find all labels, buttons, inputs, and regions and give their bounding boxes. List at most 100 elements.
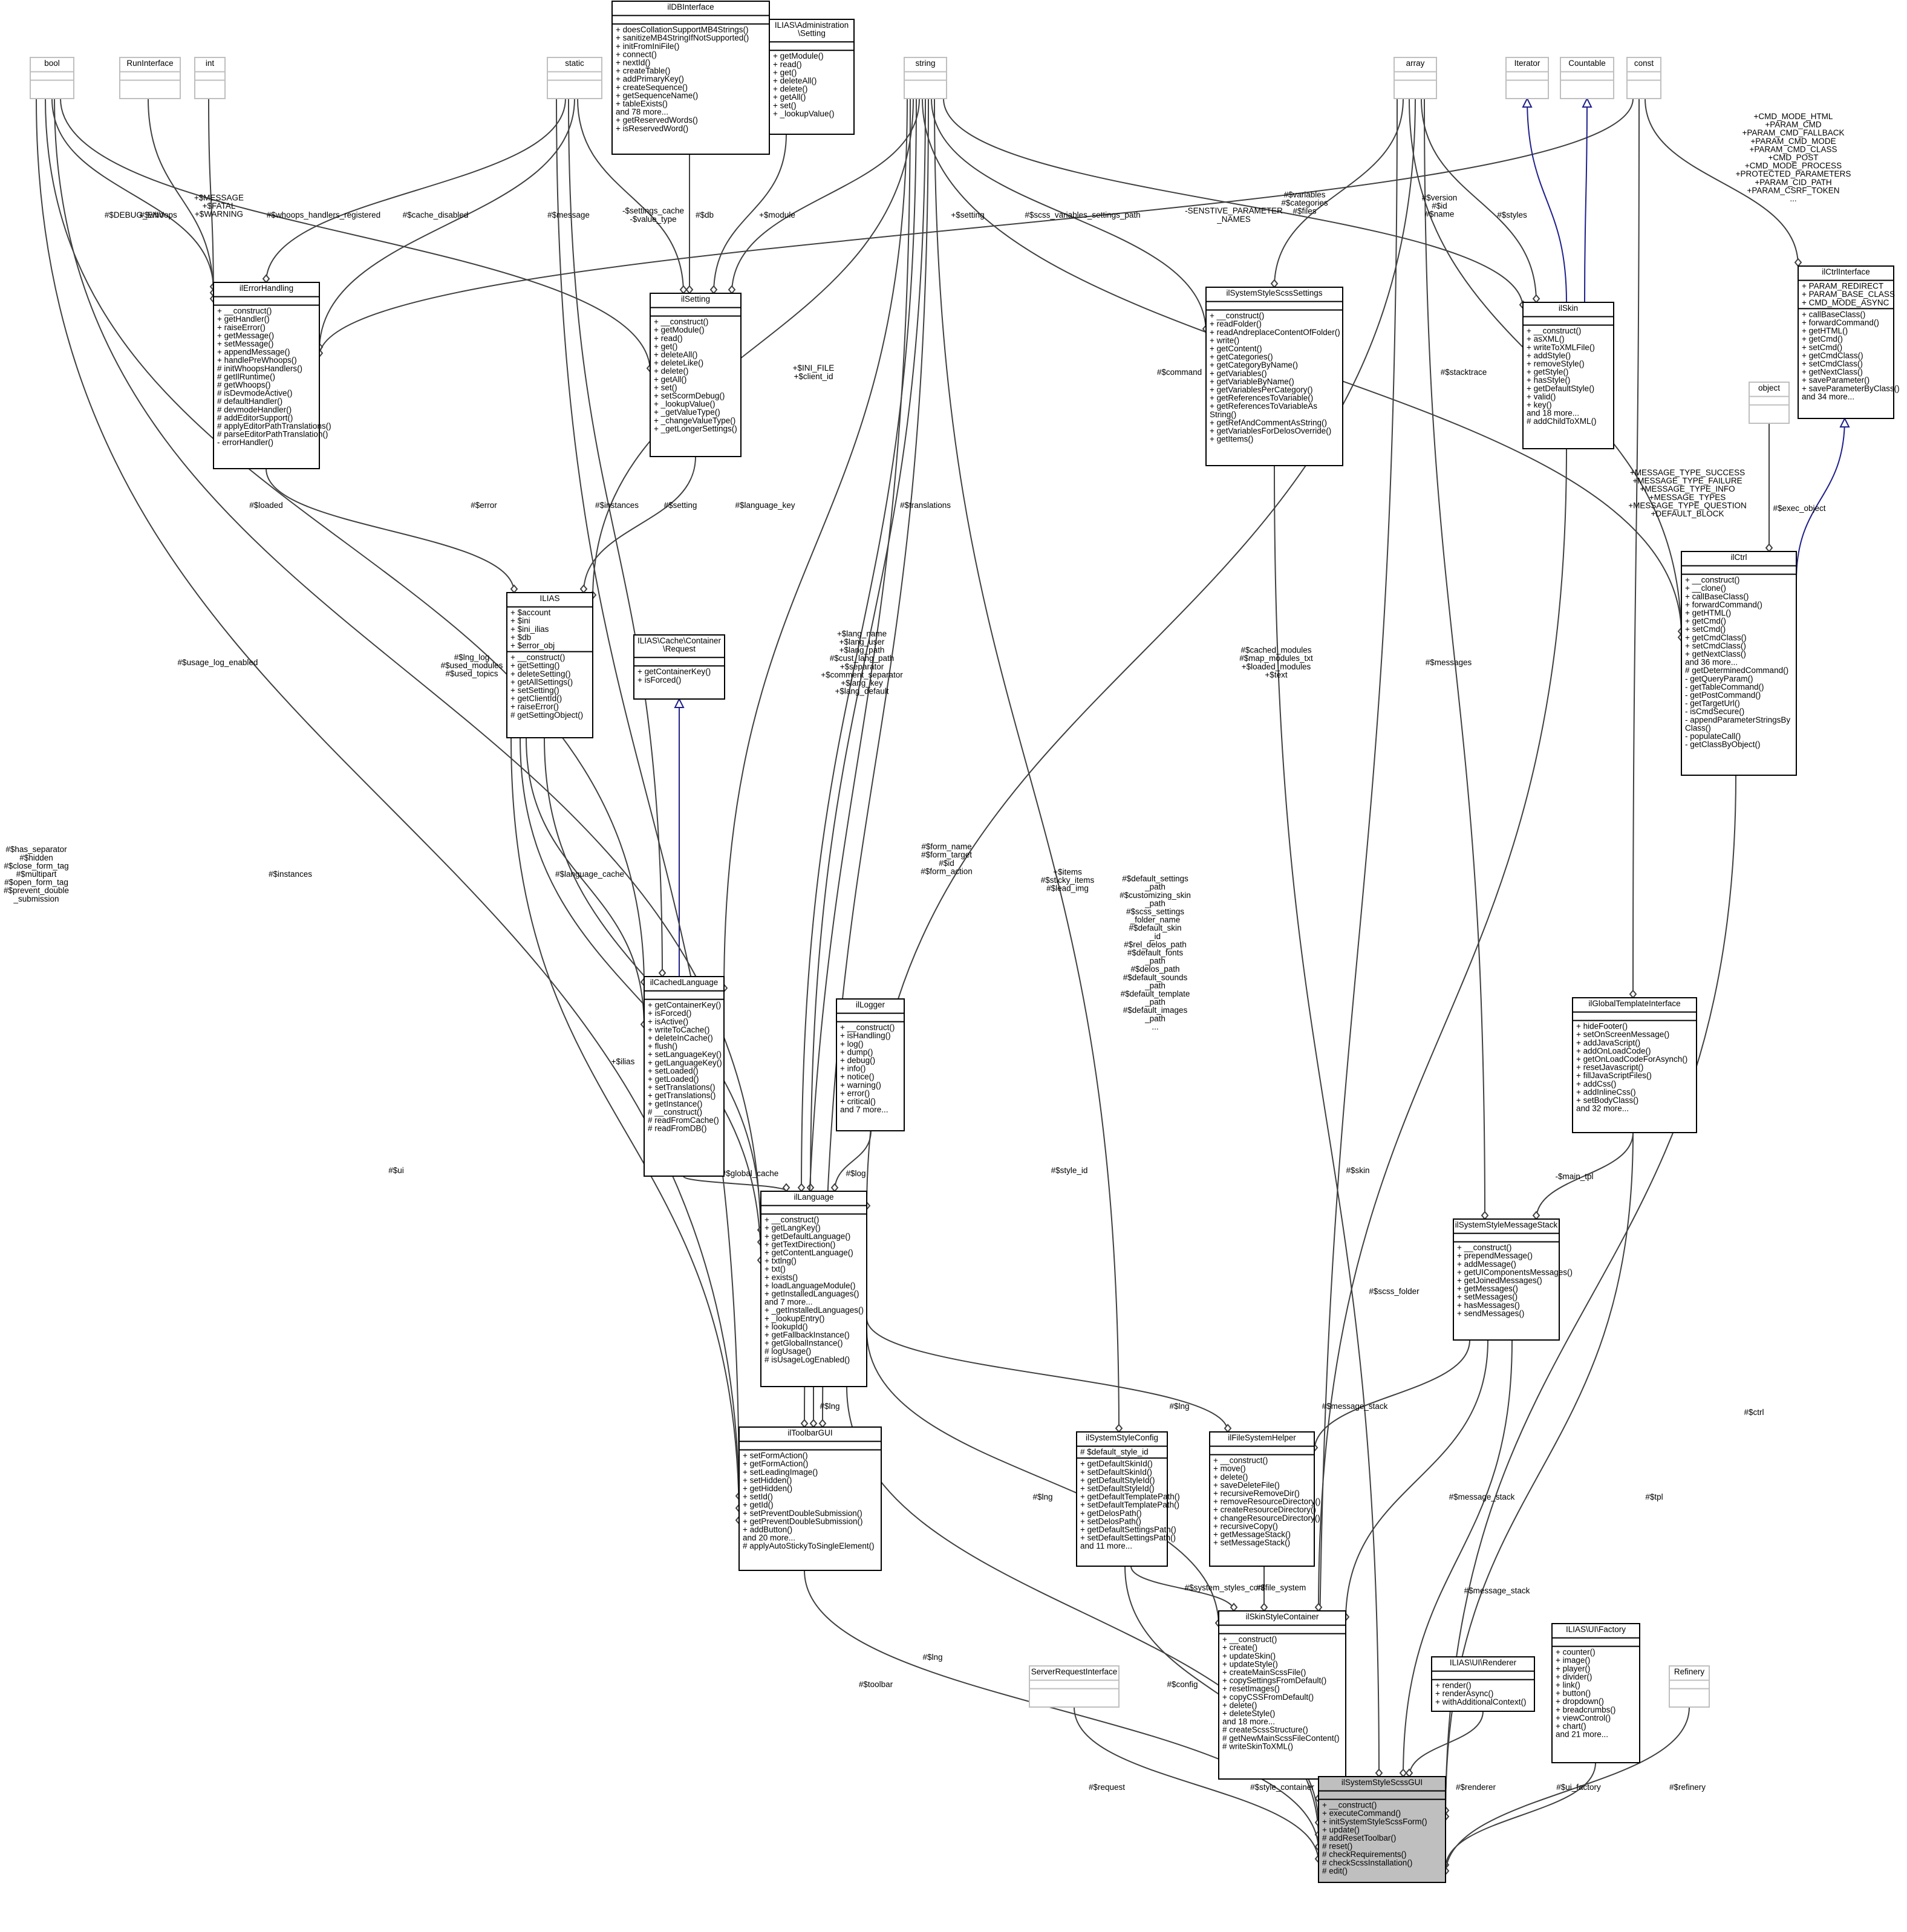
class-box-ilerrorhandling: ilErrorHandling+ __construct()+ getHandl… xyxy=(213,282,331,469)
class-method: + getReferencesToVariableAs xyxy=(1210,402,1317,411)
class-method: + deleteStyle() xyxy=(1222,1709,1275,1718)
edge-label: #$tpl xyxy=(1645,1492,1663,1501)
aggregation-diamond xyxy=(510,584,518,594)
class-name: bool xyxy=(44,59,60,68)
aggregation-diamond xyxy=(1532,294,1540,304)
class-method: + setId() xyxy=(743,1492,773,1501)
edge-label: +$lang_name+$lang_user+$lang_path#$cust_… xyxy=(821,629,903,695)
edge-label-line: #$system_styles_conf xyxy=(1185,1583,1265,1592)
aggregation-diamond xyxy=(1532,1211,1540,1220)
edge-label-line: #$open_form_tag xyxy=(4,878,68,887)
edge-string-to-illanguage xyxy=(801,98,917,1192)
class-method: String() xyxy=(1210,410,1236,419)
class-method: # createScssStructure() xyxy=(1222,1725,1308,1734)
edge-label-line: +PARAM_CMD_CLASS xyxy=(1750,145,1837,154)
edge-label-line: #$error xyxy=(471,501,497,510)
class-name: ilCachedLanguage xyxy=(650,978,719,987)
class-attribute: + $ini xyxy=(510,616,530,625)
class-box-frame xyxy=(1681,551,1797,776)
class-method: # checkScssInstallation() xyxy=(1322,1858,1412,1867)
class-method: + getPreventDoubleSubmission() xyxy=(743,1517,862,1526)
class-method: + __construct() xyxy=(764,1215,819,1225)
class-box-ilias: ILIAS+ $account+ $ini+ $ini_ilias+ $db+ … xyxy=(506,592,593,738)
edge-label: #$cached_modules#$map_modules_txt+$loade… xyxy=(1239,646,1313,680)
edge-ilerrorhandling-to-ilias xyxy=(266,468,515,593)
class-name: ilSetting xyxy=(681,294,710,304)
class-method: + addOnLoadCode() xyxy=(1576,1046,1651,1055)
edge-string-to-ilsystemstylescsssettings xyxy=(931,98,1207,333)
edge-label-line: #$scss_settings xyxy=(1126,907,1184,916)
class-method: + getMessage() xyxy=(217,331,274,340)
class-name: ilDBInterface xyxy=(667,2,714,11)
edge-array-to-illanguage xyxy=(866,98,1416,1210)
class-method: + debug() xyxy=(840,1056,875,1065)
class-method: # initWhoopsHandlers() xyxy=(217,364,302,373)
class-box-frame xyxy=(1505,57,1549,99)
class-box-runinterface: RunInterface xyxy=(119,57,181,99)
aggregation-diamond xyxy=(579,584,588,594)
class-method: + setSetting() xyxy=(510,686,559,695)
edge-label-line: #$ctrl xyxy=(1744,1408,1764,1417)
class-method: + viewControl() xyxy=(1556,1713,1611,1722)
edge-label: #$message xyxy=(547,210,590,220)
edge-label-line: #$log xyxy=(846,1169,865,1178)
class-method: + setLanguageKey() xyxy=(648,1050,722,1059)
class-method: + isForced() xyxy=(637,675,681,685)
class-method: + getSequenceName() xyxy=(616,91,698,100)
edge-label-line: +PARAM_CMD xyxy=(1765,120,1821,129)
class-method: + addCss() xyxy=(1576,1079,1616,1088)
inheritance-arrowhead xyxy=(1582,97,1592,108)
class-method: + link() xyxy=(1556,1680,1580,1690)
edge-label-line: #$form_target xyxy=(921,850,972,859)
class-method: + getDelosPath() xyxy=(1080,1509,1142,1518)
edge-label: #$stacktrace xyxy=(1441,368,1487,377)
class-method: + getTextDirection() xyxy=(764,1240,835,1249)
class-method: + setLoaded() xyxy=(648,1066,699,1075)
aggregation-diamond xyxy=(679,285,688,294)
edge-label-line: +PARAM_CSRF_TOKEN xyxy=(1747,186,1840,195)
edge-label-line: #$DEBUG_ENV xyxy=(105,210,164,220)
class-method: + dropdown() xyxy=(1556,1697,1604,1706)
edge-label: #$global_cache xyxy=(722,1169,779,1178)
edge-label-line: +MESSAGE_TYPES xyxy=(1649,493,1726,502)
class-box-frame xyxy=(1318,1776,1446,1883)
edge-illanguage-to-ilfilesystemhelper xyxy=(866,1318,1228,1433)
class-box-frame xyxy=(650,293,742,457)
edge-label: #$usage_log_enabled xyxy=(178,658,258,667)
edge-static-to-ilerrorhandling xyxy=(319,98,575,351)
edge-array-to-ilsystemstylescssgui xyxy=(1318,98,1398,1803)
edge-label: #$language_key xyxy=(735,501,795,510)
class-method: + forwardCommand() xyxy=(1802,318,1879,327)
edge-label-line: #$message_stack xyxy=(1449,1492,1515,1501)
class-box-factory: ILIAS\UI\Factory+ counter()+ image()+ pl… xyxy=(1551,1623,1640,1763)
edge-ilsystemstylemessagestack-to-ilskinstylecontainer xyxy=(1345,1339,1488,1621)
class-method: + __clone() xyxy=(1685,584,1726,593)
class-method: + saveParameterByClass() xyxy=(1802,384,1900,393)
class-method: + readFolder() xyxy=(1210,319,1262,328)
edge-label-line: _path xyxy=(1144,882,1165,891)
class-method: - getPostCommand() xyxy=(1685,691,1761,700)
class-name: \Setting xyxy=(798,29,826,38)
class-method: # getIlRuntime() xyxy=(217,372,275,381)
edge-label-line: +$WARNING xyxy=(195,210,243,219)
edge-label-line: #$id xyxy=(1432,201,1447,210)
edge-label: +$ilias xyxy=(611,1057,635,1066)
class-box-ilskin: ilSkin+ __construct()+ asXML()+ writeToX… xyxy=(1522,302,1614,449)
class-box-frame xyxy=(1798,265,1894,419)
edge-label-line: #$instances xyxy=(269,870,312,879)
edge-label-line: #$id xyxy=(939,859,954,868)
edge-refinery-to-ilsystemstylescssgui xyxy=(1445,1706,1690,1875)
edge-label-line: +$FATAL xyxy=(203,201,236,210)
edge-label-line: #$loaded xyxy=(249,501,283,510)
class-method: + getCategoryByName() xyxy=(1210,360,1298,369)
class-name: ILIAS\UI\Factory xyxy=(1566,1625,1626,1634)
edge-label-line: #$default_images xyxy=(1123,1006,1188,1015)
class-method: + getGlobalInstance() xyxy=(764,1339,843,1348)
class-box-ilctrlinterface: ilCtrlInterface+ PARAM_REDIRECT+ PARAM_B… xyxy=(1798,265,1900,419)
edge-countable-to-ilskin xyxy=(1584,98,1588,303)
class-box-frame xyxy=(1522,302,1614,449)
class-name: ilSystemStyleScssGUI xyxy=(1341,1778,1423,1787)
class-method: + getFallbackInstance() xyxy=(764,1330,850,1339)
class-method: # addEditorSupport() xyxy=(217,413,293,422)
class-method: # isDevmodeActive() xyxy=(217,389,293,398)
